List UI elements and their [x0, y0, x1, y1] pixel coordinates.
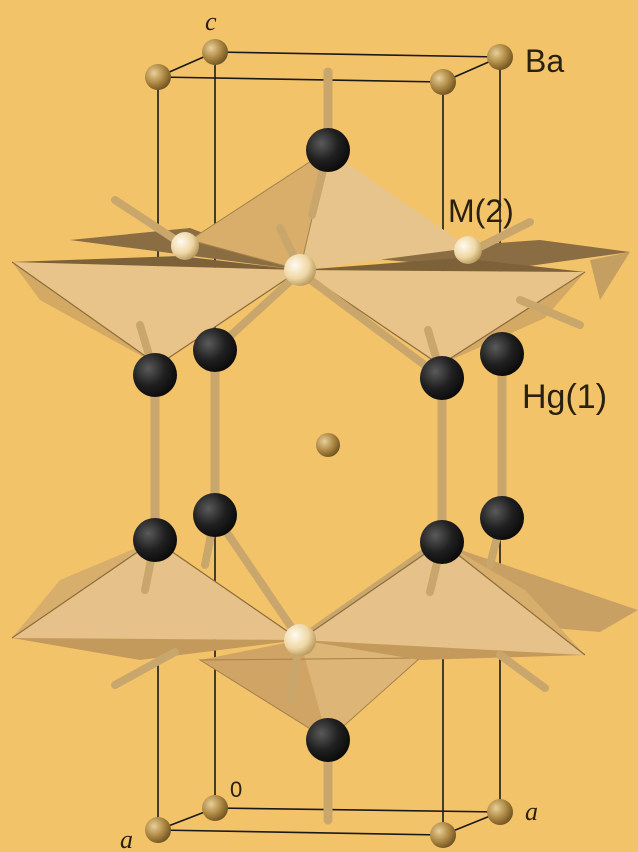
ba-atom: [145, 64, 171, 90]
vertical-bonds: [150, 67, 507, 825]
hg-atoms: [133, 128, 524, 762]
hg-atom: [193, 328, 237, 372]
lower-right-tetrahedron: [299, 541, 586, 660]
lower-back-polyhedra: [455, 548, 638, 632]
label-hg1: Hg(1): [522, 378, 607, 416]
hg-atom: [133, 353, 177, 397]
hg-atom: [193, 493, 237, 537]
ba-atom: [487, 799, 513, 825]
hg-atom: [420, 356, 464, 400]
m2-atom: [171, 232, 199, 260]
hg-atom: [480, 496, 524, 540]
hg-atom: [133, 518, 177, 562]
ba-atoms: [145, 39, 513, 848]
hg-atom: [306, 718, 350, 762]
lower-central-octahedron: [198, 640, 422, 741]
hg-atom: [480, 332, 524, 376]
label-axis-a-right: a: [525, 797, 538, 826]
ba-atom: [316, 433, 340, 457]
hg-atom: [306, 128, 350, 172]
m2-atoms: [171, 232, 482, 656]
m2-atom: [454, 236, 482, 264]
label-origin: 0: [230, 777, 242, 802]
label-m2: M(2): [448, 193, 514, 229]
hg-atom: [420, 520, 464, 564]
ba-atom: [202, 795, 228, 821]
ba-atom: [430, 822, 456, 848]
ba-atom: [145, 817, 171, 843]
ba-atom: [430, 69, 456, 95]
upper-left-tetrahedron: [11, 256, 301, 366]
ba-atom: [202, 39, 228, 65]
upper-right-tetrahedron: [299, 258, 586, 366]
m2-atom: [284, 624, 316, 656]
ba-atom: [487, 44, 513, 70]
m2-atom: [284, 254, 316, 286]
label-axis-a-left: a: [120, 825, 133, 852]
label-ba: Ba: [525, 43, 564, 79]
label-axis-c: c: [205, 7, 217, 36]
